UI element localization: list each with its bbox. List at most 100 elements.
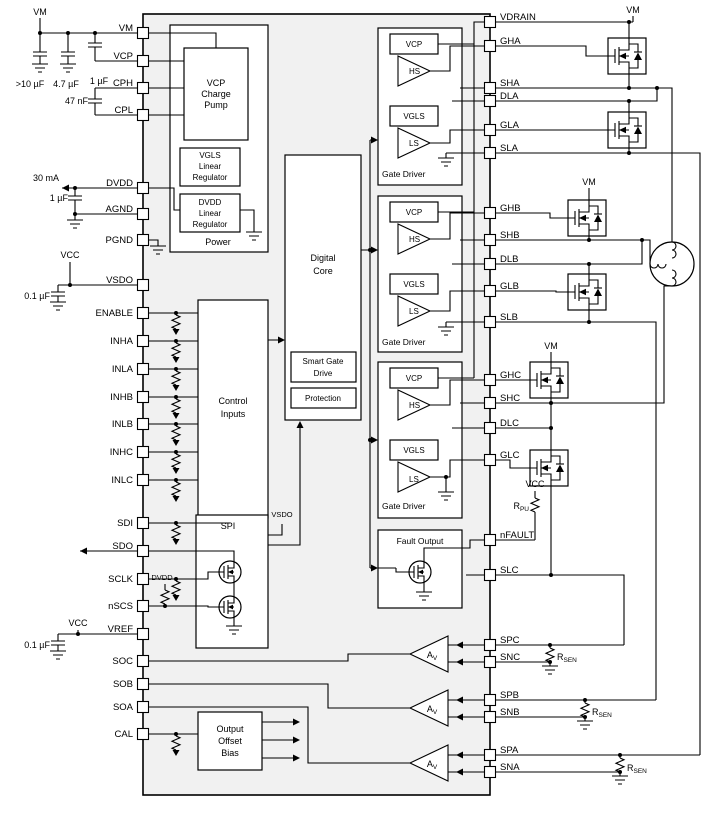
vgls-regulator-label: Linear [199,162,222,171]
digital-core-label: Digital [310,253,335,263]
hs-driver-b-triangle [397,223,432,255]
ls-driver-c-triangle [397,461,432,493]
dvdd-current-label: 30 mA [33,173,59,183]
driver-amp-triangles [397,55,449,782]
pin-label-vdrain: VDRAIN [500,12,536,23]
pin-label-shc: SHC [500,393,520,404]
rsen-b-label: RSEN [592,707,612,719]
capacitor-icon [87,98,103,104]
gate-driver-b-label: Gate Driver [382,337,426,347]
rsen-a-label: RSEN [627,763,647,775]
pin-label-agnd: AGND [106,204,134,215]
pin-label-pgnd: PGND [106,235,134,246]
vgls-b-box [389,273,439,295]
ground-icon [49,650,67,660]
vm-net-label: VM [33,7,47,17]
rpu-resistor-icon [530,497,540,513]
dvdd-net-label: DVDD [151,573,173,582]
driver-internal-wires [378,21,484,773]
pin-label-ghb: GHB [500,203,521,214]
dvdd-regulator-label: DVDD [199,198,222,207]
vgls-a-label: VGLS [403,112,424,121]
pin-label-sna: SNA [500,762,520,773]
pin-label-soc: SOC [112,656,133,667]
left-pin-squares [136,26,150,741]
pin-label-spb: SPB [500,690,519,701]
protection-box [290,387,357,409]
mosfet-high-side-b-icon [561,197,607,239]
vm-net-label: VM [626,5,640,15]
digital-core-label: Core [313,266,333,276]
pin-label-gha: GHA [500,36,521,47]
vgls-regulator-box [179,147,241,187]
pin-label-inhc: INHC [110,447,133,458]
pin-label-cal: CAL [115,729,133,740]
junction-dots [38,20,659,774]
pin-label-inhb: INHB [110,392,133,403]
output-offset-bias-label: Bias [221,748,239,758]
vgls-b-label: VGLS [403,280,424,289]
mosfet-high-side-a-icon [601,35,647,77]
vgls-regulator-label: Regulator [193,173,228,182]
rsen-resistor-icon [580,702,590,718]
pin-label-sha: SHA [500,78,520,89]
right-pin-squares [483,15,497,779]
smart-gate-drive-box [290,351,357,383]
control-inputs-label: Control [218,396,247,406]
pin-label-snc: SNC [500,652,520,663]
pin-label-cpl: CPL [115,105,133,116]
pin-label-vref: VREF [108,624,134,635]
pin-label-glc: GLC [500,450,520,461]
dvdd-regulator-label: Linear [199,209,222,218]
block-labels: VCP Charge Pump VGLS Linear Regulator DV… [151,40,444,758]
amp-b-av-label: AV [427,704,438,716]
pin-label-soa: SOA [113,702,134,713]
pin-label-vsdo: VSDO [106,275,133,286]
cap-4u7-value: 4.7 µF [53,79,79,89]
output-offset-bias-label: Output [216,724,244,734]
spi-label: SPI [221,521,236,531]
output-offset-bias-label: Offset [218,736,242,746]
pin-label-shb: SHB [500,230,520,241]
amp-a-av-label: AV [427,759,438,771]
gate-driver-a-label: Gate Driver [382,169,426,179]
control-inputs-label: Inputs [221,409,246,419]
arrowheads [62,136,463,776]
gate-driver-c-label: Gate Driver [382,501,426,511]
ls-driver-b-triangle [397,295,432,327]
pin-label-vcp: VCP [113,51,133,62]
smart-gate-drive-label: Smart Gate [303,357,344,366]
ground-icon [59,63,77,73]
cap-1u-vcp-value: 1 µF [90,76,109,86]
ground-icon [31,63,49,73]
cap-47n-value: 47 nF [65,96,89,106]
mosfet-low-side-b-icon [561,271,607,313]
pin-label-nscs: nSCS [108,601,133,612]
capacitor-icon [87,42,103,48]
pin-label-inlb: INLB [112,419,133,430]
vm-net-label: VM [544,341,558,351]
pin-label-spa: SPA [500,745,519,756]
ls-b-label: LS [409,307,419,316]
pin-label-sla: SLA [500,143,519,154]
sense-amp-a-triangle [408,744,449,782]
vgls-a-box [389,105,439,127]
pin-label-sdo: SDO [112,541,133,552]
pin-label-spc: SPC [500,635,520,646]
power-label: Power [205,237,231,247]
vcc-net-label: VCC [68,618,88,628]
hs-c-label: HS [409,401,420,410]
pin-label-inla: INLA [112,364,134,375]
mosfet-low-side-a-icon [601,109,647,151]
bulk-cap-value: >10 µF [16,79,45,89]
net-value-labels: VM VM VM VM VCC VCC VCC >10 µF 4.7 µF 1 … [16,5,647,775]
vgls-regulator-label: VGLS [199,151,220,160]
vgls-c-box [389,439,439,461]
pin-label-vm: VM [119,23,133,34]
ground-icon [49,301,67,311]
ground-icon [611,775,629,785]
vcc-net-label: VCC [60,250,80,260]
pin-label-inlc: INLC [111,475,133,486]
